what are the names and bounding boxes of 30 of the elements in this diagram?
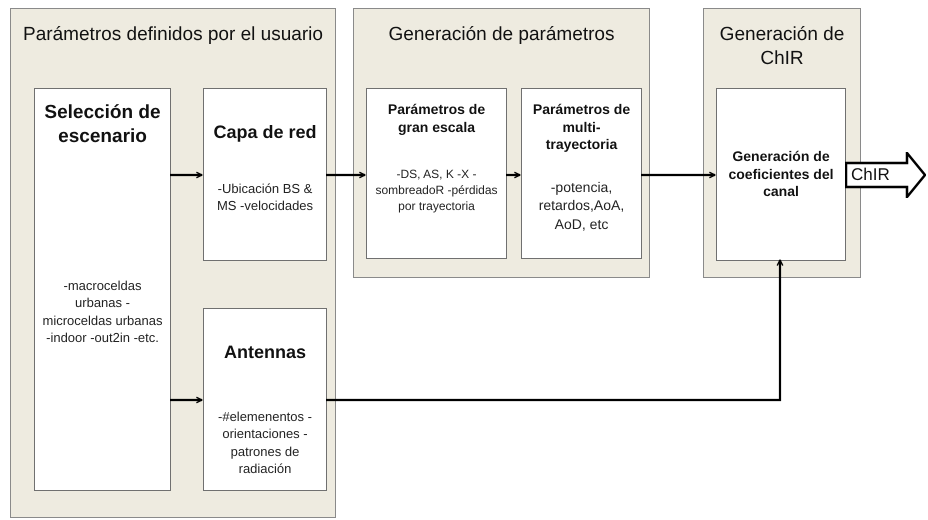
panel-title: Generación de parámetros [387,23,616,47]
process-box [716,88,846,261]
process-box [203,88,327,261]
box-heading: Generación de coeficientes del canal [727,148,835,201]
box-heading: Parámetros de multi-trayectoria [532,101,632,154]
process-box [521,88,642,259]
box-text: -#elemenentos -orientaciones -patrones de radiación [217,408,313,478]
panel-title: Generación de ChIR [718,23,846,70]
arrow [170,172,203,178]
panel-title: Parámetros definidos por el usuario [22,23,324,47]
arrow [326,259,784,402]
process-box [203,308,327,491]
box-heading: Capa de red [213,121,317,144]
box-text: -macroceldas urbanas -microceldas urbanas -indoor -out2in -etc. [42,276,164,347]
box-heading: Parámetros de gran escala [386,101,486,136]
box-text: -potencia, retardos,AoA, AoD, etc [538,178,626,234]
box-heading: Selección de escenario [43,101,162,148]
block-arrow [845,152,926,198]
group-panel [353,8,650,278]
arrow-label: ChIR [850,165,890,185]
box-heading: Antennas [224,341,306,364]
process-box [34,88,171,491]
arrow [170,396,203,404]
process-box [366,88,507,259]
box-text: -Ubicación BS & MS -velocidades [216,180,314,215]
arrow [326,172,366,178]
arrow [641,172,716,178]
arrow [506,172,521,178]
box-text: -DS, AS, K -X -sombreadoR -pérdidas por trayectoria [374,166,499,215]
group-panel [10,8,336,518]
